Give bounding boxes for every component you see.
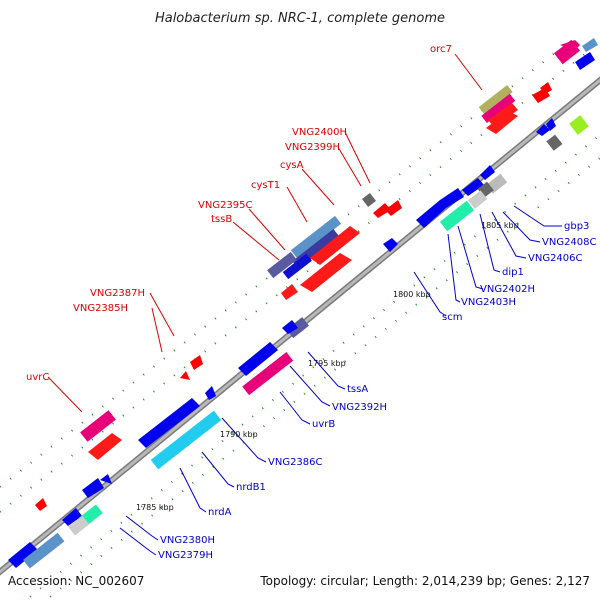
forward-features <box>35 39 580 511</box>
feature-arrow <box>385 200 402 216</box>
feature-arrow <box>62 508 82 526</box>
feature-box <box>80 410 116 442</box>
gene-label-cysT1: cysT1 <box>251 180 280 191</box>
gene-label-gbp3: gbp3 <box>564 221 589 232</box>
feature-arrow <box>205 386 216 400</box>
feature-arrow <box>536 124 550 136</box>
gene-label-VNG2403H: VNG2403H <box>461 297 516 308</box>
gene-label-orc7: orc7 <box>430 44 452 55</box>
map-title: Halobacterium sp. NRC-1, complete genome <box>155 11 445 26</box>
gene-label-cysA: cysA <box>280 160 304 171</box>
gene-label-VNG2408C: VNG2408C <box>542 237 597 248</box>
feature-box <box>361 192 377 208</box>
feature-arrow <box>546 118 556 131</box>
feature-arrow <box>383 238 398 252</box>
gene-label-nrdB1: nrdB1 <box>236 482 266 493</box>
gene-label-uvrB: uvrB <box>312 419 335 430</box>
gene-label-VNG2386C: VNG2386C <box>268 457 323 468</box>
feature-box <box>439 200 475 232</box>
kbp-label: 1800 kbp <box>393 290 431 299</box>
feature-box <box>481 93 516 124</box>
gene-label-tssB: tssB <box>211 214 232 225</box>
reverse-gene-labels: gbp3 VNG2408C VNG2406C dip1 VNG2402H VNG… <box>119 205 597 561</box>
feature-arrow <box>180 371 190 380</box>
gene-label-VNG2385H: VNG2385H <box>73 303 128 314</box>
feature-arrow <box>190 355 203 370</box>
feature-arrow <box>300 253 352 292</box>
feature-arrow <box>238 342 278 376</box>
gene-label-tssA: tssA <box>347 384 368 395</box>
gene-label-uvrC: uvrC <box>26 372 49 383</box>
feature-arrow <box>462 178 484 196</box>
feature-arrow <box>138 398 200 448</box>
gene-label-VNG2379H: VNG2379H <box>158 550 213 561</box>
reverse-features <box>8 38 598 569</box>
feature-arrow <box>540 82 552 94</box>
feature-arrow <box>100 474 112 484</box>
kbp-label: 1785 kbp <box>136 503 174 512</box>
forward-gene-labels: orc7 VNG2400H VNG2399H cysA cysT1 VNG239… <box>26 44 483 413</box>
gene-label-scm: scm <box>442 312 462 323</box>
gene-label-VNG2392H: VNG2392H <box>332 402 387 413</box>
feature-box <box>468 190 488 209</box>
feature-arrow <box>416 188 464 228</box>
kbp-label: 1790 kbp <box>220 430 258 439</box>
feature-box <box>569 115 589 135</box>
feature-arrow <box>310 226 360 265</box>
gene-label-VNG2387H: VNG2387H <box>90 288 145 299</box>
feature-box <box>242 352 294 396</box>
gene-label-VNG2380H: VNG2380H <box>160 535 215 546</box>
feature-box <box>554 39 580 65</box>
gene-label-VNG2399H: VNG2399H <box>285 142 340 153</box>
gene-label-nrdA: nrdA <box>208 507 232 518</box>
feature-arrow <box>575 52 595 70</box>
feature-arrow <box>8 542 38 568</box>
gene-label-VNG2402H: VNG2402H <box>480 284 535 295</box>
feature-box <box>290 215 342 259</box>
feature-arrow <box>373 203 391 218</box>
feature-box <box>267 251 297 279</box>
gene-label-VNG2400H: VNG2400H <box>292 127 347 138</box>
feature-box <box>150 410 222 470</box>
feature-arrow <box>582 38 598 52</box>
feature-arrow <box>488 103 518 127</box>
gene-label-VNG2406C: VNG2406C <box>528 253 583 264</box>
feature-arrow <box>82 478 104 498</box>
feature-arrow <box>282 320 298 334</box>
feature-arrow <box>480 165 495 180</box>
accession-text: Accession: NC_002607 <box>8 574 144 588</box>
gene-label-VNG2395C: VNG2395C <box>198 200 253 211</box>
gene-label-dip1: dip1 <box>502 267 524 278</box>
feature-arrow <box>486 111 518 134</box>
feature-box <box>68 515 90 536</box>
feature-arrow <box>35 498 47 511</box>
feature-box <box>22 532 65 569</box>
feature-box <box>546 134 563 151</box>
feature-arrow <box>281 284 298 300</box>
topology-text: Topology: circular; Length: 2,014,239 bp… <box>259 574 590 588</box>
kbp-label: 1795 kbp <box>308 359 346 368</box>
feature-box <box>282 253 312 280</box>
feature-box <box>478 84 513 115</box>
feature-arrow <box>88 433 122 460</box>
